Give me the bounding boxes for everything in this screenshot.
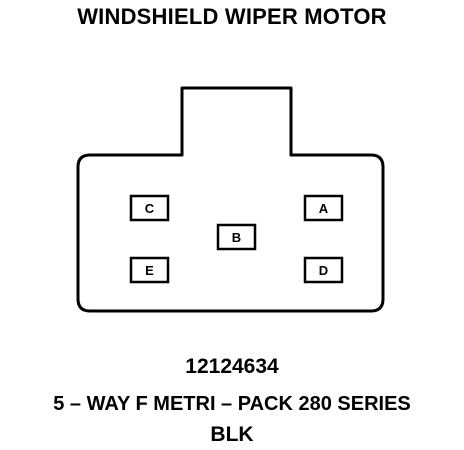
pin-a-label: A bbox=[319, 201, 329, 216]
pin-b-label: B bbox=[232, 230, 241, 245]
pin-e: E bbox=[129, 256, 170, 284]
pin-c-label: C bbox=[145, 201, 155, 216]
part-number: 12124634 bbox=[185, 355, 279, 378]
pin-a: A bbox=[303, 194, 344, 222]
connector-color: BLK bbox=[210, 423, 254, 446]
pin-b: B bbox=[216, 223, 257, 251]
pin-c: C bbox=[129, 194, 170, 222]
connector-outline bbox=[76, 86, 385, 313]
connector-description: 5 – WAY F METRI – PACK 280 SERIES bbox=[53, 393, 411, 415]
pin-d-label: D bbox=[319, 263, 328, 278]
pin-d: D bbox=[303, 256, 344, 284]
diagram-title: WINDSHIELD WIPER MOTOR bbox=[77, 4, 387, 29]
pin-e-label: E bbox=[145, 263, 154, 278]
